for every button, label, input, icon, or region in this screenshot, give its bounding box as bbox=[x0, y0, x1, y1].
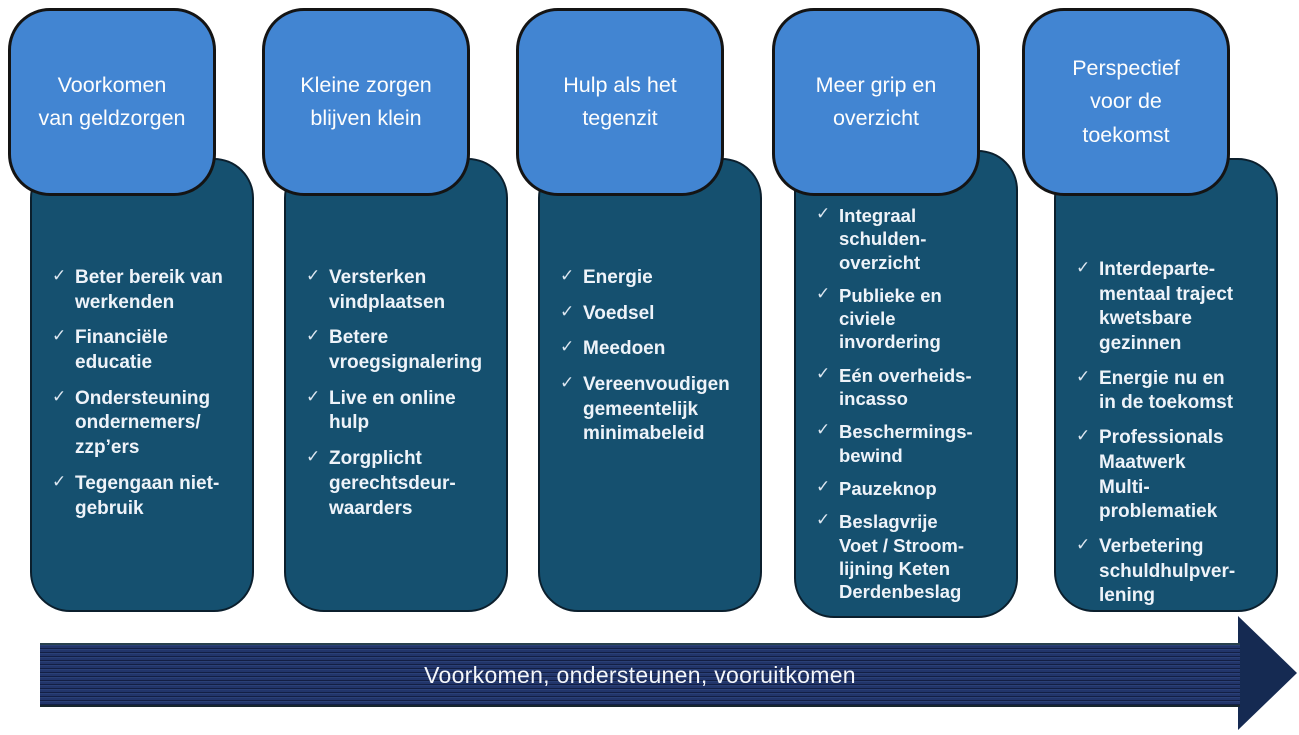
pillar-header-text: Perspectief voor de toekomst bbox=[1072, 56, 1180, 147]
list-item-text: Meedoen bbox=[583, 338, 666, 360]
list-item: ✓ Live en online hulp bbox=[306, 387, 494, 436]
list-item: ✓ Publieke en civiele invordering bbox=[816, 284, 1004, 354]
pillar-header: Kleine zorgen blijven klein bbox=[262, 8, 470, 196]
check-icon: ✓ bbox=[52, 386, 67, 406]
list-item-text: Beslagvrije Voet / Stroom- lijning Keten… bbox=[839, 511, 965, 603]
list-item: ✓ Zorgplicht gerechtsdeur- waarders bbox=[306, 447, 494, 521]
list-item: ✓ Vereenvoudigen gemeentelijk minimabele… bbox=[560, 373, 748, 447]
list-item: ✓ Energie nu en in de toekomst bbox=[1076, 367, 1264, 416]
list-item-text: Energie bbox=[583, 267, 653, 288]
check-icon: ✓ bbox=[1076, 366, 1091, 386]
list-item-text: Voedsel bbox=[583, 302, 655, 324]
list-item: ✓ Beslagvrije Voet / Stroom- lijning Ket… bbox=[816, 510, 1004, 603]
pillar-kleine-zorgen-blijven-klein: ✓ Versterken vindplaatsen ✓ Betere vroeg… bbox=[262, 8, 512, 648]
list-item-text: Betere vroegsignalering bbox=[329, 327, 483, 374]
list-item-text: Eén overheids- incasso bbox=[839, 364, 972, 410]
list-item-text: Professionals Maatwerk Multi- problemati… bbox=[1099, 427, 1224, 523]
list-item: ✓ Pauzeknop bbox=[816, 477, 1004, 500]
list-item-text: Vereenvoudigen gemeentelijk minimabeleid bbox=[583, 374, 730, 445]
pillar-header: Meer grip en overzicht bbox=[772, 8, 980, 196]
pillar-header: Voorkomen van geldzorgen bbox=[8, 8, 216, 196]
list-item-text: Ondersteuning ondernemers/ zzp’ers bbox=[75, 387, 211, 459]
list-item-text: Beter bereik van werkenden bbox=[75, 267, 223, 313]
list-item: ✓ Betere vroegsignalering bbox=[306, 326, 494, 375]
pillar-header-text: Hulp als het tegenzit bbox=[563, 72, 677, 130]
check-icon: ✓ bbox=[52, 326, 67, 346]
list-item: ✓ Tegengaan niet- gebruik bbox=[52, 472, 240, 521]
pillar-body: ✓ Versterken vindplaatsen ✓ Betere vroeg… bbox=[284, 158, 508, 612]
list-item-text: Integraal schulden- overzicht bbox=[839, 205, 927, 273]
list-item-text: Live en online hulp bbox=[329, 387, 456, 434]
pillar-body: ✓ Beter bereik van werkenden ✓ Financiël… bbox=[30, 158, 254, 612]
list-item-text: Financiële educatie bbox=[75, 327, 168, 374]
check-icon: ✓ bbox=[1076, 426, 1091, 446]
check-icon: ✓ bbox=[560, 301, 575, 321]
pillar-header-text: Meer grip en overzicht bbox=[815, 72, 937, 130]
check-icon: ✓ bbox=[306, 326, 321, 346]
pillar-header: Perspectief voor de toekomst bbox=[1022, 8, 1230, 196]
check-icon: ✓ bbox=[816, 510, 831, 530]
list-item-text: Energie nu en in de toekomst bbox=[1099, 367, 1234, 414]
check-icon: ✓ bbox=[816, 204, 831, 223]
list-item: ✓ Versterken vindplaatsen bbox=[306, 266, 494, 315]
list-item: ✓ Voedsel bbox=[560, 302, 748, 327]
check-icon: ✓ bbox=[52, 471, 67, 491]
list-item: ✓ Energie bbox=[560, 266, 748, 291]
check-icon: ✓ bbox=[816, 283, 831, 303]
check-icon: ✓ bbox=[560, 266, 575, 285]
list-item-text: Zorgplicht gerechtsdeur- waarders bbox=[329, 448, 456, 519]
check-icon: ✓ bbox=[816, 476, 831, 496]
list-item: ✓ Beschermings- bewind bbox=[816, 420, 1004, 467]
list-item-text: Tegengaan niet- gebruik bbox=[75, 472, 220, 519]
check-icon: ✓ bbox=[560, 373, 575, 393]
list-item: ✓ Ondersteuning ondernemers/ zzp’ers bbox=[52, 387, 240, 461]
list-item: ✓ Professionals Maatwerk Multi- problema… bbox=[1076, 426, 1264, 525]
list-item: ✓ Meedoen bbox=[560, 337, 748, 362]
process-arrow-label: Voorkomen, ondersteunen, vooruitkomen bbox=[424, 661, 856, 688]
check-icon: ✓ bbox=[1076, 534, 1091, 554]
list-item-text: Pauzeknop bbox=[839, 477, 937, 499]
check-icon: ✓ bbox=[816, 420, 831, 440]
check-icon: ✓ bbox=[306, 266, 321, 285]
list-item: ✓ Beter bereik van werkenden bbox=[52, 266, 240, 315]
list-item: ✓ Verbetering schuldhulpver- lening bbox=[1076, 535, 1264, 609]
list-item: ✓ Interdeparte- mentaal traject kwetsbar… bbox=[1076, 258, 1264, 357]
process-arrow: Voorkomen, ondersteunen, vooruitkomen bbox=[40, 643, 1240, 707]
list-item-text: Versterken vindplaatsen bbox=[329, 267, 446, 313]
arrow-head bbox=[1238, 616, 1297, 730]
pillar-perspectief-voor-de-toekomst: ✓ Interdeparte- mentaal traject kwetsbar… bbox=[1022, 8, 1278, 648]
pillar-body: ✓ Interdeparte- mentaal traject kwetsbar… bbox=[1054, 158, 1278, 612]
check-icon: ✓ bbox=[306, 447, 321, 467]
pillar-meer-grip-en-overzicht: ✓ Integraal schulden- overzicht ✓ Publie… bbox=[772, 8, 1022, 648]
list-item: ✓ Eén overheids- incasso bbox=[816, 364, 1004, 411]
check-icon: ✓ bbox=[52, 266, 67, 285]
pillar-voorkomen-van-geldzorgen: ✓ Beter bereik van werkenden ✓ Financiël… bbox=[8, 8, 258, 648]
list-item-text: Beschermings- bewind bbox=[839, 421, 973, 466]
list-item-text: Publieke en civiele invordering bbox=[839, 284, 942, 353]
list-item: ✓ Financiële educatie bbox=[52, 326, 240, 375]
pillar-header-text: Voorkomen van geldzorgen bbox=[38, 72, 186, 130]
pillar-body: ✓ Integraal schulden- overzicht ✓ Publie… bbox=[794, 150, 1018, 618]
pillar-hulp-als-het-tegenzit: ✓ Energie ✓ Voedsel ✓ Meedoen ✓ Vereenvo… bbox=[516, 8, 766, 648]
check-icon: ✓ bbox=[306, 386, 321, 406]
pillar-header: Hulp als het tegenzit bbox=[516, 8, 724, 196]
check-icon: ✓ bbox=[816, 363, 831, 383]
check-icon: ✓ bbox=[1076, 258, 1091, 277]
list-item: ✓ Integraal schulden- overzicht bbox=[816, 204, 1004, 274]
pillar-body: ✓ Energie ✓ Voedsel ✓ Meedoen ✓ Vereenvo… bbox=[538, 158, 762, 612]
list-item-text: Verbetering schuldhulpver- lening bbox=[1099, 535, 1236, 607]
check-icon: ✓ bbox=[560, 337, 575, 357]
list-item-text: Interdeparte- mentaal traject kwetsbare … bbox=[1099, 259, 1234, 355]
pillar-header-text: Kleine zorgen blijven klein bbox=[300, 72, 432, 130]
